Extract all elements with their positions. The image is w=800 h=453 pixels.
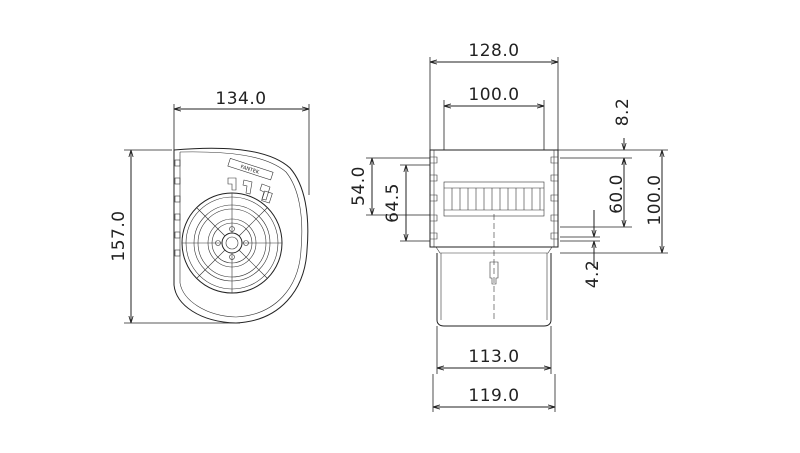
side-view: 134.0 157.0 FANTEK <box>109 89 310 324</box>
blower-housing <box>173 147 309 324</box>
front-left-height-b-label: 64.5 <box>383 183 403 223</box>
dim-offset-8-2: 8.2 <box>558 98 633 170</box>
front-housing <box>429 149 559 322</box>
name-plate-text: FANTEK <box>240 164 261 176</box>
mounting-tabs <box>174 159 181 257</box>
front-bottom-width-a-label: 113.0 <box>468 347 519 367</box>
dim-offset-4-2: 4.2 <box>560 210 603 288</box>
dim-width-134: 134.0 <box>173 89 310 195</box>
front-bottom-width-b-label: 119.0 <box>468 386 519 406</box>
front-view: 128.0 100.0 <box>349 41 668 412</box>
dim-inner-width-100: 100.0 <box>443 85 545 150</box>
dim-height-54: 54.0 <box>349 157 430 216</box>
side-height-label: 157.0 <box>109 210 129 261</box>
dim-bottom-width-113: 113.0 <box>436 326 552 374</box>
impeller-blades <box>451 188 541 210</box>
dim-bottom-width-119: 119.0 <box>432 374 556 412</box>
front-offset-top-label: 8.2 <box>613 98 633 127</box>
side-width-label: 134.0 <box>215 89 266 109</box>
dim-height-100: 100.0 <box>560 149 668 254</box>
name-plate: FANTEK <box>227 158 274 204</box>
front-motor <box>436 253 552 327</box>
motor-inlet <box>181 192 283 294</box>
front-right-height-a-label: 60.0 <box>607 174 627 214</box>
dim-height-60: 60.0 <box>560 158 632 228</box>
dim-height-64-5: 64.5 <box>383 164 430 242</box>
dim-height-157: 157.0 <box>109 149 240 324</box>
front-offset-bottom-label: 4.2 <box>583 260 603 289</box>
front-left-height-a-label: 54.0 <box>349 166 369 206</box>
front-top-width-label: 128.0 <box>468 41 519 61</box>
front-right-height-b-label: 100.0 <box>645 174 665 225</box>
dim-top-width-128: 128.0 <box>429 41 559 150</box>
front-inner-width-label: 100.0 <box>468 85 519 105</box>
